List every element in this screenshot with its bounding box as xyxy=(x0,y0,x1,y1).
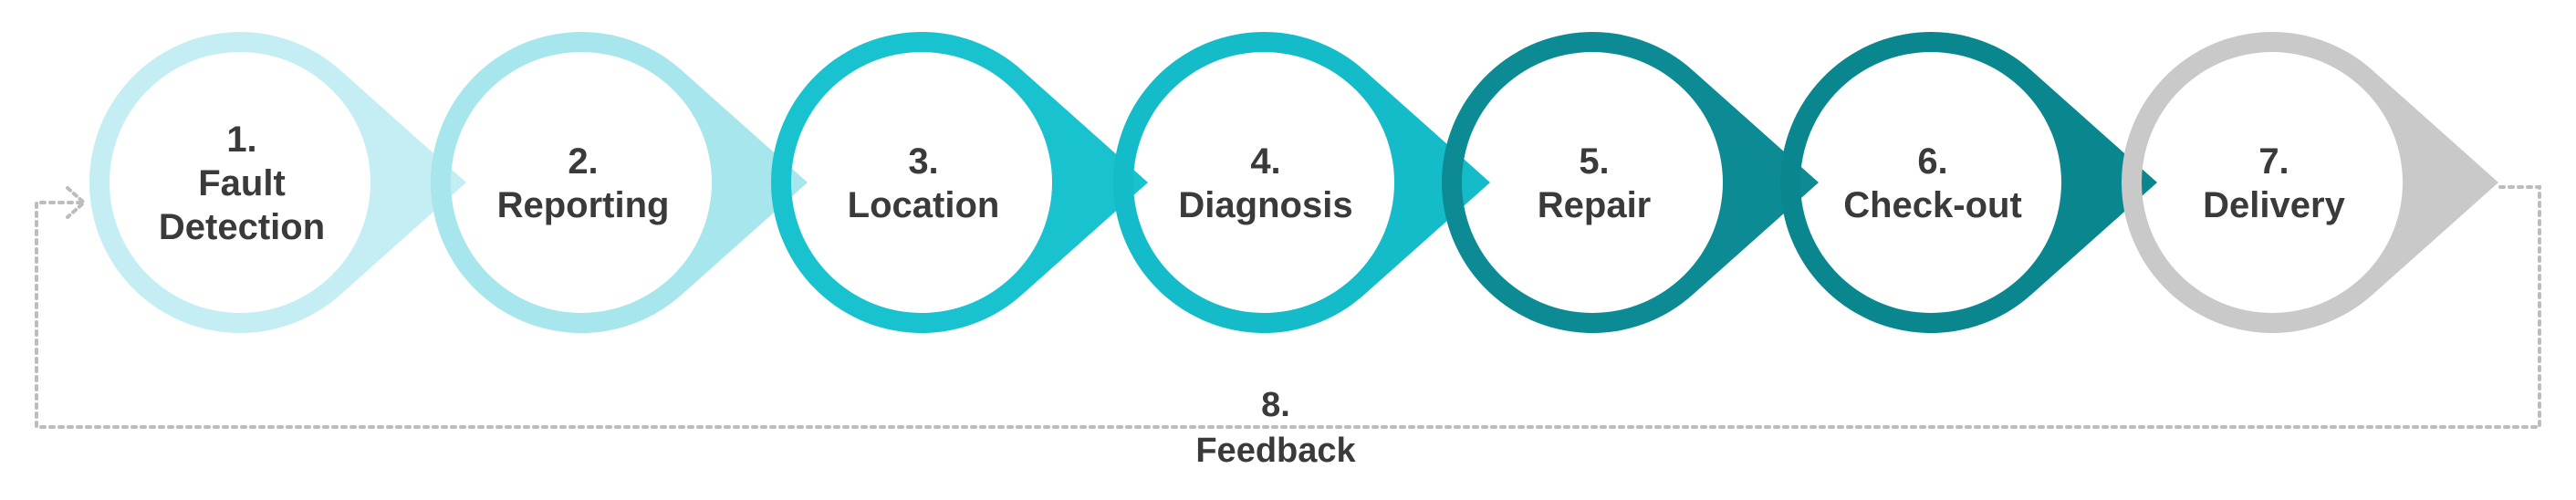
process-step-6: 6.Check-out xyxy=(1780,32,2157,333)
step-label: Delivery xyxy=(2203,185,2345,225)
step-label: Fault xyxy=(198,163,286,203)
step-number: 3. xyxy=(908,141,938,182)
step-label: Diagnosis xyxy=(1178,185,1352,225)
feedback-dotted-line xyxy=(35,185,2541,429)
step-ring-arrow xyxy=(770,31,1148,333)
step-label: Detection xyxy=(159,207,325,247)
step-ring-arrow xyxy=(1112,32,1490,333)
steps-group: 1.FaultDetection2.Reporting3.Location4.D… xyxy=(89,31,2498,333)
step-number: 6. xyxy=(1917,141,1947,182)
step-ring-arrow xyxy=(1441,32,1819,333)
feedback-number: 8. xyxy=(1261,386,1290,424)
step-number: 7. xyxy=(2258,141,2289,182)
process-step-3: 3.Location xyxy=(770,31,1148,333)
step-number: 1. xyxy=(226,120,256,160)
step-ring-arrow xyxy=(430,31,808,333)
feedback-label: Feedback xyxy=(1195,432,1356,470)
feedback-loop: 8. Feedback xyxy=(35,185,2541,470)
feedback-arrowhead-icon xyxy=(66,186,88,219)
step-number: 2. xyxy=(568,141,598,182)
step-label: Reporting xyxy=(497,185,670,225)
step-ring-arrow xyxy=(89,31,466,333)
step-number: 5. xyxy=(1579,141,1609,182)
step-number: 4. xyxy=(1250,141,1280,182)
process-step-2: 2.Reporting xyxy=(430,31,808,333)
step-ring-arrow xyxy=(1780,32,2157,333)
step-label: Location xyxy=(848,185,1000,225)
step-ring-arrow xyxy=(2121,32,2498,333)
process-step-4: 4.Diagnosis xyxy=(1112,32,1490,333)
process-step-5: 5.Repair xyxy=(1441,32,1819,333)
step-label: Check-out xyxy=(1843,185,2022,225)
step-label: Repair xyxy=(1538,185,1652,225)
process-step-7: 7.Delivery xyxy=(2121,32,2498,333)
